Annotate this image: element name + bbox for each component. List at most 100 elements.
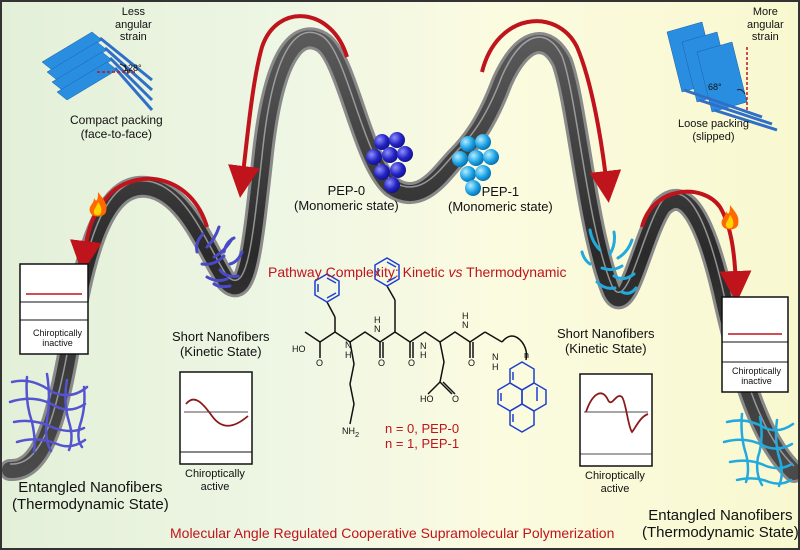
short-nanofibers-right-label: Short Nanofibers (Kinetic State) <box>557 326 655 357</box>
short-fibers-right <box>580 228 638 295</box>
atom-nh2: NH2 <box>342 426 359 439</box>
n-values-label: n = 0, PEP-0 n = 1, PEP-1 <box>385 421 460 452</box>
pathway-title-part2: Thermodynamic <box>462 264 567 280</box>
atom-n3: N <box>420 341 427 351</box>
bottom-title: Molecular Angle Regulated Cooperative Su… <box>170 525 615 541</box>
chiro-active-right-line1: Chiroptically <box>585 470 645 482</box>
pep0-label: PEP-0 (Monomeric state) <box>294 183 399 214</box>
arrow-right-to-thermo <box>640 189 752 303</box>
atom-ho2: HO <box>420 394 434 404</box>
pep1-name: PEP-1 <box>481 184 520 199</box>
phenyl-ring-1 <box>314 273 340 303</box>
short-nanofibers-left-label: Short Nanofibers (Kinetic State) <box>172 329 270 360</box>
pathway-title-part1: Pathway Complexity: Kinetic <box>268 264 449 280</box>
chiro-active-left-line2: active <box>200 480 230 493</box>
arrow-pep0-to-kinetic <box>228 14 349 198</box>
pathway-title-vs: vs <box>448 264 463 280</box>
angle-128-label: 128° <box>123 63 142 73</box>
loose-packing-line2: (slipped) <box>692 130 735 143</box>
pep0-name: PEP-0 <box>327 183 366 198</box>
atom-h5: H <box>492 362 499 372</box>
less-strain-label: Less angular strain <box>115 6 152 44</box>
chart-box-right-active <box>579 373 653 467</box>
atom-n-subscript: n <box>524 350 530 360</box>
short-right-line2: (Kinetic State) <box>564 340 647 356</box>
entangled-left-label: Entangled Nanofibers (Thermodynamic Stat… <box>12 479 169 514</box>
chiro-active-left-label: Chiroptically active <box>185 468 245 493</box>
entangled-right-label: Entangled Nanofibers (Thermodynamic Stat… <box>642 507 799 542</box>
atom-o2: O <box>378 358 386 368</box>
atom-n1: N <box>345 340 352 350</box>
atom-o5: O <box>452 394 460 404</box>
entangled-right-line1: Entangled Nanofibers <box>648 507 793 524</box>
pep0-state: (Monomeric state) <box>294 197 399 213</box>
entangled-right-line2: (Thermodynamic State) <box>642 524 799 542</box>
arrow-left-to-thermo <box>70 176 209 273</box>
phenyl-ring-2 <box>374 257 400 287</box>
chiro-inactive-right-line1: Chiroptically <box>732 366 782 376</box>
loose-packing-label: Loose packing (slipped) <box>678 118 749 143</box>
energy-landscape-highlight <box>9 31 795 467</box>
chart-box-left-active <box>179 371 253 465</box>
atom-h1: H <box>345 350 352 360</box>
flame-icon-right <box>721 205 739 230</box>
atom-h2: H <box>374 315 381 325</box>
atom-n2: N <box>374 324 381 334</box>
more-strain-line2: angular <box>747 18 784 31</box>
atom-h3: H <box>420 350 427 360</box>
pep0-monomers <box>366 132 413 193</box>
atom-ho: HO <box>292 344 306 354</box>
chiro-inactive-left-line2: inactive <box>42 338 73 349</box>
n0-label: n = 0, PEP-0 <box>385 421 460 436</box>
more-strain-line1: More <box>752 6 778 18</box>
atom-nh: NH <box>342 426 355 436</box>
pathway-title: Pathway Complexity: Kinetic vs Thermodyn… <box>268 264 567 280</box>
chiro-inactive-left-label: Chiroptically inactive <box>33 328 82 349</box>
short-fibers-left <box>195 225 244 289</box>
entangled-left-line1: Entangled Nanofibers <box>18 479 163 496</box>
atom-h4: H <box>462 311 469 321</box>
compact-packing-label: Compact packing (face-to-face) <box>70 113 163 142</box>
chart-box-left-inactive <box>19 263 89 355</box>
chiro-active-right-line2: active <box>600 482 630 495</box>
chart-box-right-inactive <box>721 296 789 393</box>
chiro-inactive-right-label: Chiroptically inactive <box>732 366 781 387</box>
chiro-inactive-right-line2: inactive <box>741 376 772 387</box>
short-right-line1: Short Nanofibers <box>557 326 655 341</box>
atom-n4: N <box>462 320 469 330</box>
peptide-structure <box>304 285 503 425</box>
entangled-fibers-left <box>8 372 89 454</box>
n-linker <box>501 335 528 361</box>
less-strain-line3: strain <box>119 31 147 44</box>
n1-label: n = 1, PEP-1 <box>385 435 460 451</box>
chiro-active-left-line1: Chiroptically <box>185 468 245 480</box>
energy-landscape-ribbon-back <box>2 27 798 483</box>
pep1-state: (Monomeric state) <box>448 198 553 214</box>
short-left-line1: Short Nanofibers <box>172 329 270 344</box>
compact-packing-line2: (face-to-face) <box>80 126 153 141</box>
more-strain-line3: strain <box>751 31 779 44</box>
pep1-monomers <box>452 134 499 196</box>
entangled-left-line2: (Thermodynamic State) <box>12 496 169 514</box>
flame-icon-left <box>89 192 107 217</box>
atom-o4: O <box>468 358 476 368</box>
short-left-line2: (Kinetic State) <box>179 343 262 359</box>
loose-packing-line1: Loose packing <box>678 118 749 130</box>
compact-packing-illustration <box>41 31 154 111</box>
less-strain-line1: Less <box>121 6 145 18</box>
chiro-inactive-left-line1: Chiroptically <box>33 328 83 338</box>
less-strain-line2: angular <box>115 18 152 31</box>
compact-packing-line1: Compact packing <box>70 113 163 127</box>
atom-n6: N <box>492 352 499 362</box>
pep1-label: PEP-1 (Monomeric state) <box>448 184 553 215</box>
energy-landscape-ribbon <box>2 30 798 480</box>
more-strain-label: More angular strain <box>747 6 784 44</box>
atom-o1: O <box>316 358 324 368</box>
angle-68-label: 68° <box>708 82 722 92</box>
atom-nh2-subscript: 2 <box>355 429 360 439</box>
arrow-pep1-to-kinetic <box>480 19 622 203</box>
chiro-active-right-label: Chiroptically active <box>585 470 645 495</box>
loose-packing-illustration <box>666 21 778 132</box>
